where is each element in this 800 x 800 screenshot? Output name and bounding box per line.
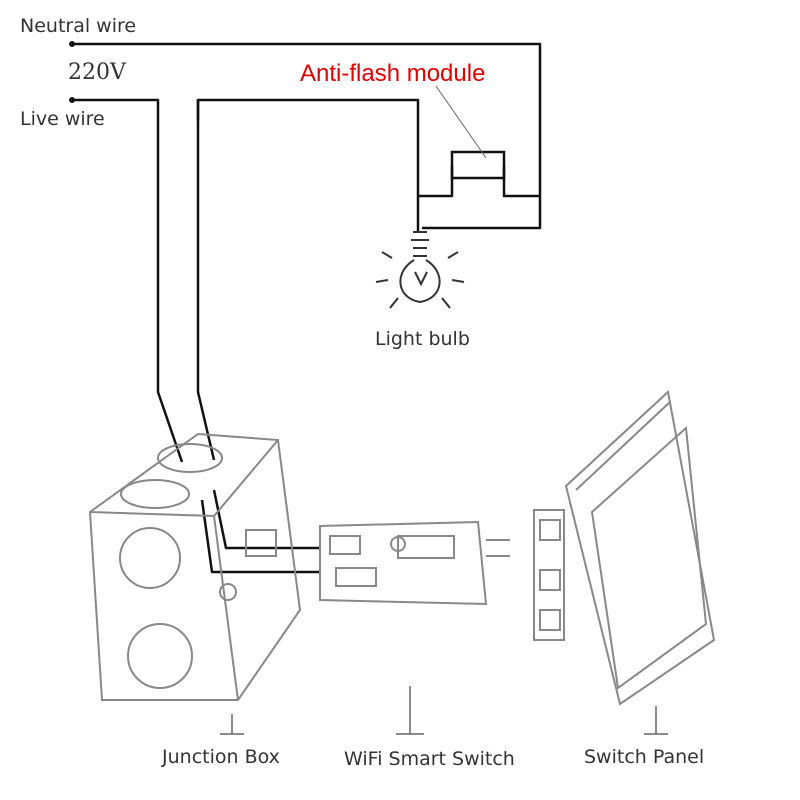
live-wire [72, 98, 184, 463]
live-terminal [69, 97, 75, 103]
module-pointer-line [435, 85, 487, 159]
switch-panel-label: Switch Panel [584, 746, 705, 768]
label-pointers [220, 686, 668, 735]
neutral-terminal [69, 41, 75, 47]
wires [72, 42, 542, 574]
switched-live-wire [196, 98, 420, 232]
box-to-switch-wire-1 [212, 489, 320, 550]
switch-panel [533, 390, 716, 706]
box-to-switch-wire-2 [200, 499, 320, 574]
wifi-smart-switch [319, 520, 510, 606]
switched-live-wire-down [196, 100, 216, 461]
anti-flash-module [450, 150, 506, 180]
wifi-smart-switch-label: WiFi Smart Switch [344, 748, 515, 770]
neutral-wire-label: Neutral wire [20, 15, 137, 37]
module-wire-left [418, 166, 454, 198]
light-bulb-icon [375, 231, 465, 309]
anti-flash-module-label: Anti-flash module [300, 60, 486, 87]
module-wire-right [502, 166, 540, 198]
voltage-label: 220V [68, 60, 126, 85]
neutral-wire [72, 42, 542, 230]
light-bulb-label: Light bulb [375, 328, 470, 350]
junction-box [88, 432, 302, 701]
junction-box-label: Junction Box [162, 746, 280, 768]
live-wire-label: Live wire [20, 108, 105, 130]
